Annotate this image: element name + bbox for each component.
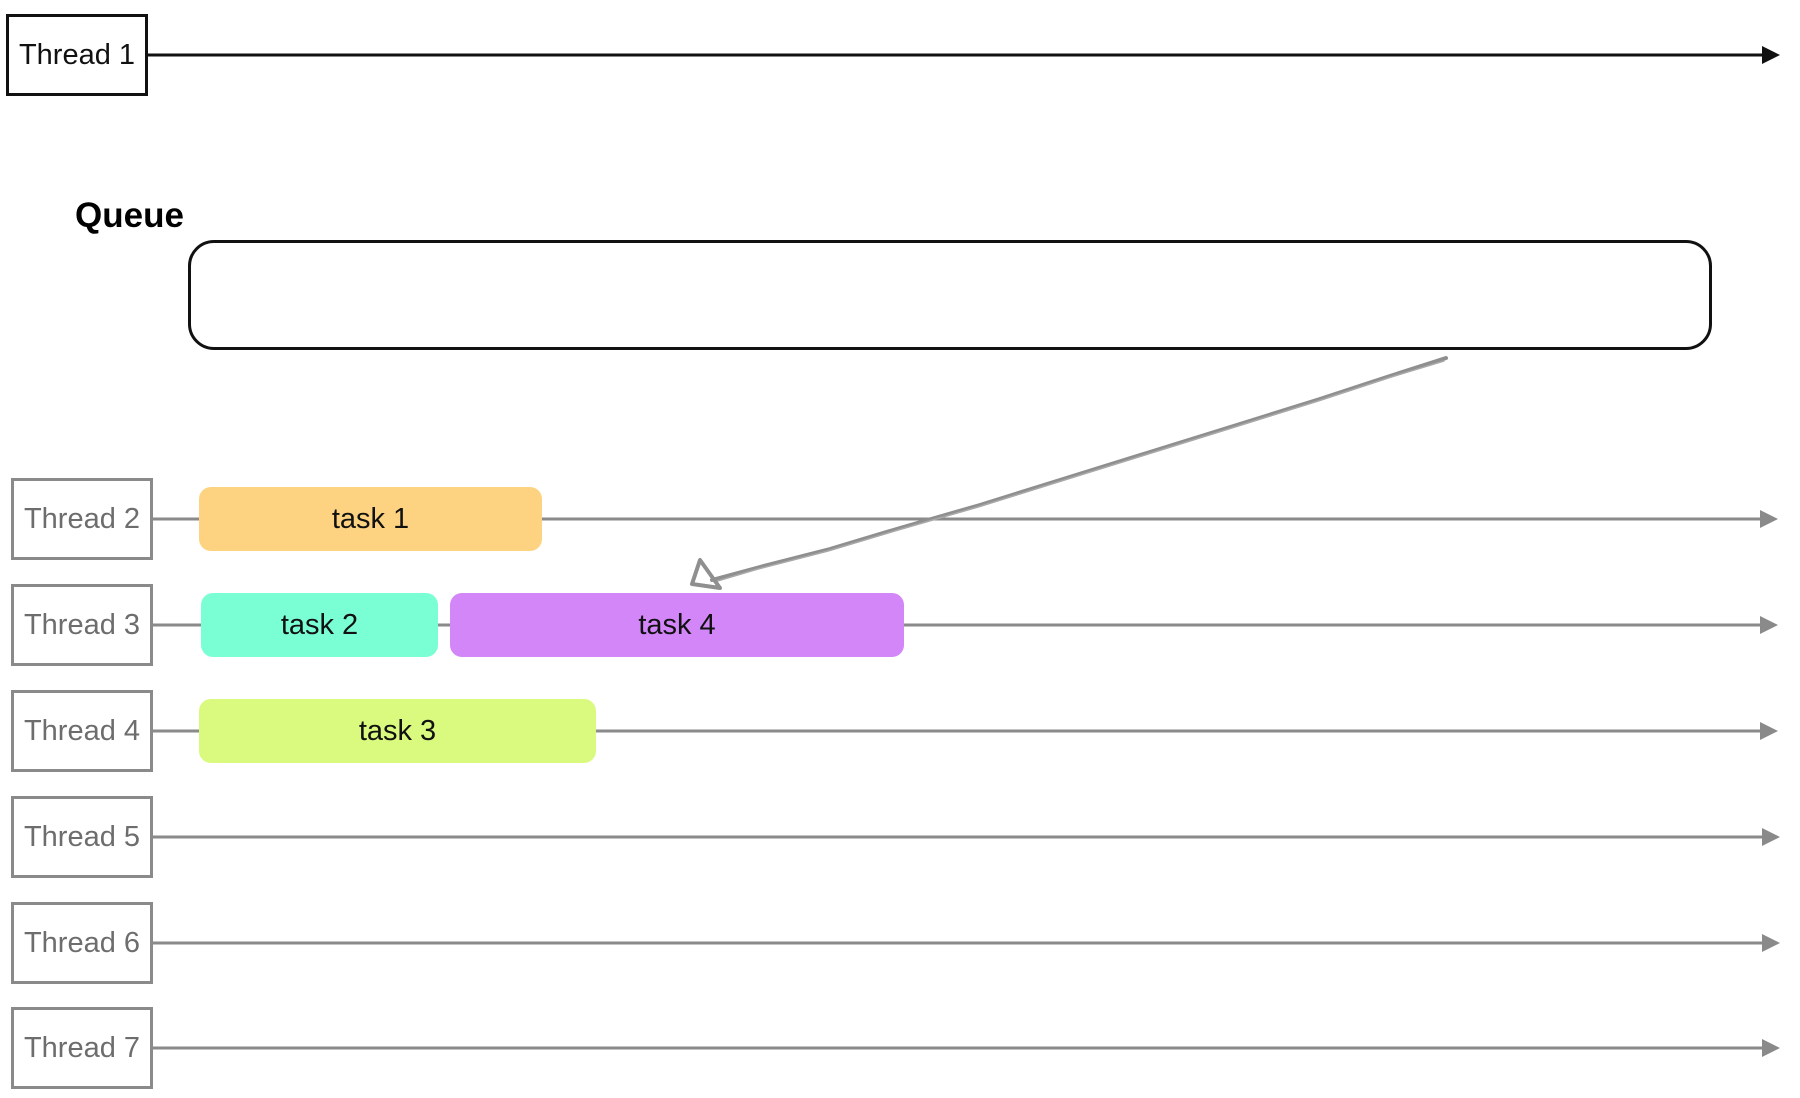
queue-box [188, 240, 1712, 350]
thread-6-arrowhead [1762, 934, 1780, 952]
thread-7-box: Thread 7 [11, 1007, 153, 1089]
thread-2-label: Thread 2 [23, 502, 141, 535]
thread-7-arrowhead [1762, 1039, 1780, 1057]
task-3-block: task 3 [199, 699, 596, 763]
thread-3-box: Thread 3 [11, 584, 153, 666]
thread-3-arrowhead [1760, 616, 1778, 634]
queue-title: Queue [75, 196, 184, 235]
thread-4-arrowhead [1760, 722, 1778, 740]
task-2-block: task 2 [201, 593, 438, 657]
task-2-label: task 2 [280, 608, 359, 641]
task-1-block: task 1 [199, 487, 542, 551]
thread-6-box: Thread 6 [11, 902, 153, 984]
task-1-label: task 1 [331, 502, 410, 535]
task-4-label: task 4 [638, 608, 716, 641]
thread-2-box: Thread 2 [11, 478, 153, 560]
thread-1-box: Thread 1 [6, 14, 148, 96]
thread-5-label: Thread 5 [23, 820, 141, 853]
thread-6-label: Thread 6 [23, 926, 141, 959]
thread-1-label: Thread 1 [18, 38, 136, 71]
thread-4-box: Thread 4 [11, 690, 153, 772]
task-3-label: task 3 [358, 714, 437, 747]
thread-5-arrowhead [1762, 828, 1780, 846]
thread-4-label: Thread 4 [23, 714, 141, 747]
thread-7-label: Thread 7 [23, 1031, 141, 1064]
thread-1-arrowhead [1762, 46, 1780, 64]
thread-3-label: Thread 3 [23, 608, 141, 641]
thread-2-arrowhead [1760, 510, 1778, 528]
task-4-block: task 4 [450, 593, 904, 657]
thread-5-box: Thread 5 [11, 796, 153, 878]
